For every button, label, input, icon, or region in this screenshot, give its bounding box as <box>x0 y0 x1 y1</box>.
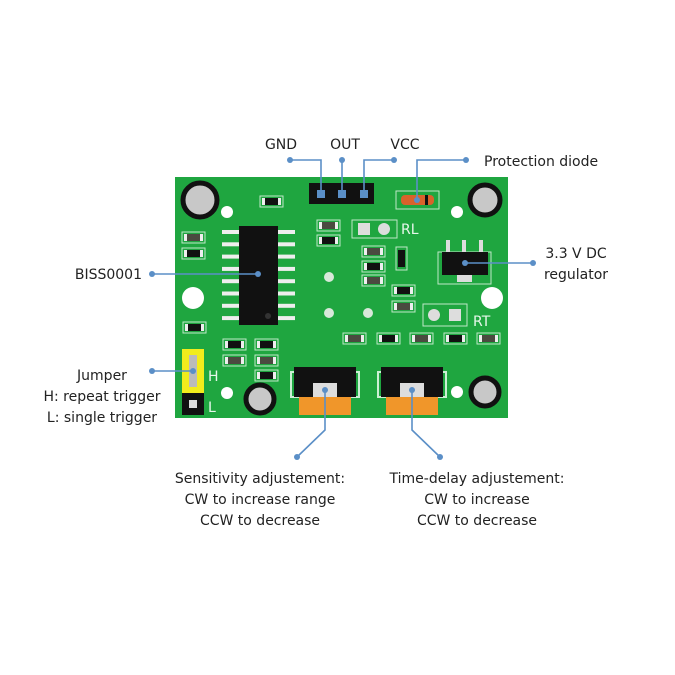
sensitivity-label-2: CW to increase range <box>185 492 336 508</box>
ic-pin <box>278 316 295 321</box>
ic-pin <box>222 303 239 308</box>
ic-pin <box>278 303 295 308</box>
gnd-label: GND <box>265 137 297 153</box>
smd-part <box>398 250 405 267</box>
smd-part <box>254 369 279 382</box>
smd-part <box>260 341 273 348</box>
smd-part <box>397 303 410 310</box>
jumper-label-2: H: repeat trigger <box>43 389 160 405</box>
ic-pin <box>222 242 239 247</box>
jumper-label-3: L: single trigger <box>47 410 157 426</box>
smd-part <box>382 335 395 342</box>
smd-components <box>181 195 501 382</box>
smd-part <box>254 354 279 367</box>
rt-pads: RT <box>422 303 491 330</box>
ic-pin <box>222 279 239 284</box>
smd-part <box>187 234 200 241</box>
white-holes <box>182 206 503 399</box>
smd-part <box>397 287 410 294</box>
smd-part <box>182 321 207 334</box>
ic-pin <box>222 316 239 321</box>
sensitivity-label-3: CCW to decrease <box>200 513 320 529</box>
smd-part <box>415 335 428 342</box>
smd-part <box>228 357 241 364</box>
smd-part <box>361 274 386 287</box>
time-delay-label-2: CW to increase <box>424 492 530 508</box>
smd-part <box>322 237 335 244</box>
diode-label: Protection diode <box>484 154 598 170</box>
vcc-label: VCC <box>390 137 419 153</box>
regulator-label-1: 3.3 V DC <box>545 246 607 262</box>
smd-part <box>322 222 335 229</box>
ic-pin <box>222 230 239 234</box>
callout-lines <box>149 157 536 460</box>
out-label: OUT <box>330 137 360 153</box>
smd-part <box>188 324 201 331</box>
smd-part <box>443 332 468 345</box>
rt-label: RT <box>473 314 491 330</box>
smd-part <box>449 335 462 342</box>
smd-part <box>260 357 273 364</box>
ic-pin <box>278 254 295 259</box>
smd-part <box>265 198 278 205</box>
ic-pin <box>278 279 295 284</box>
smd-part <box>391 284 416 297</box>
sensitivity-label-1: Sensitivity adjustement: <box>175 471 345 487</box>
l-label: L <box>208 400 216 416</box>
smd-part <box>391 300 416 313</box>
smd-part <box>476 332 501 345</box>
rl-pads: RL <box>351 219 419 239</box>
smd-part <box>222 338 247 351</box>
time-delay-label-1: Time-delay adjustement: <box>389 471 565 487</box>
rl-label: RL <box>401 222 419 238</box>
smd-part <box>222 354 247 367</box>
regulator-label-2: regulator <box>544 267 608 283</box>
smd-part <box>254 338 279 351</box>
smd-part <box>367 277 380 284</box>
smd-part <box>181 247 206 260</box>
jumper-label-1: Jumper <box>76 368 127 384</box>
smd-part <box>260 372 273 379</box>
smd-part <box>361 260 386 273</box>
ic-pin <box>278 230 295 234</box>
smd-part <box>187 250 200 257</box>
smd-part <box>376 332 401 345</box>
h-label: H <box>208 369 219 385</box>
time-delay-label-3: CCW to decrease <box>417 513 537 529</box>
ic-pin <box>278 266 295 271</box>
smd-part <box>348 335 361 342</box>
smd-part <box>482 335 495 342</box>
smd-part <box>409 332 434 345</box>
smd-part <box>181 231 206 244</box>
smd-part <box>316 219 341 232</box>
ic-pin <box>222 266 239 271</box>
smd-part <box>259 195 284 208</box>
smd-part <box>342 332 367 345</box>
smd-part <box>367 263 380 270</box>
mounting-holes <box>180 180 503 416</box>
ic-label: BISS0001 <box>75 267 142 283</box>
smd-part <box>228 341 241 348</box>
smd-part <box>367 248 380 255</box>
ic-pin <box>278 291 295 296</box>
smd-part <box>361 245 386 258</box>
ic-pin <box>278 242 295 247</box>
ic-pin <box>222 254 239 259</box>
smd-part <box>316 234 341 247</box>
smd-part <box>395 246 408 271</box>
ic-pin <box>222 291 239 296</box>
